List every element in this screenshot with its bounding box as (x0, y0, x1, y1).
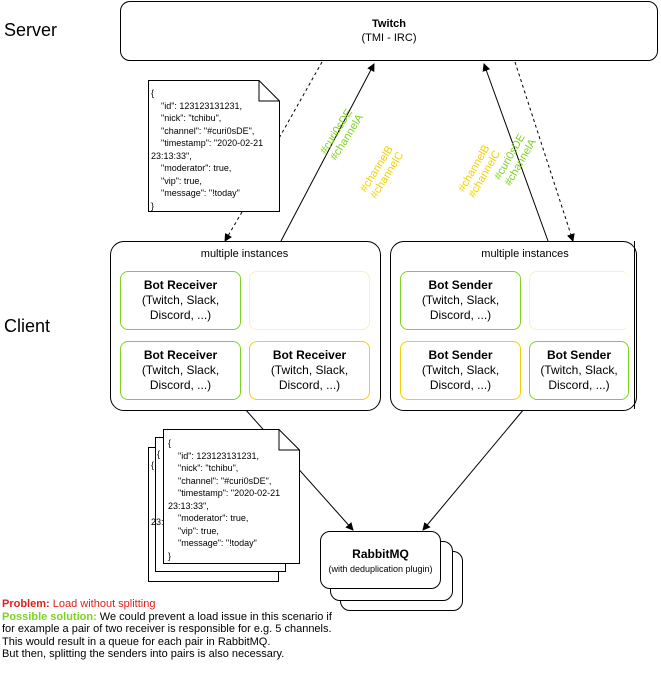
message-note-top (148, 80, 280, 212)
client-label: Client (4, 316, 51, 336)
sender-group-edge (634, 241, 635, 409)
bot-platforms: (Twitch, Slack, (270, 363, 349, 377)
rabbitmq-box: RabbitMQ (with deduplication plugin) (320, 531, 441, 589)
bot-platforms: Discord, ...) (548, 378, 610, 392)
note-to-receiver-dashed-arrow (224, 211, 243, 242)
twitch-to-sender-dashed-arrow (514, 61, 575, 242)
stack-brace-fragment: { (151, 460, 155, 470)
stack-brace-fragment-2: { (157, 449, 161, 459)
problem-label: Problem: (2, 598, 50, 610)
twitch-server-box: Twitch (TMI - IRC) (120, 1, 658, 61)
empty-slot-receiver (249, 271, 370, 330)
solution-line3: But then, splitting the senders into pai… (2, 648, 285, 661)
message-note-stack (148, 429, 300, 582)
solution-label: Possible solution: (2, 610, 97, 623)
bot-receiver-title: Bot Receiver (272, 348, 347, 362)
sender-to-twitch-arrow (482, 63, 549, 242)
rabbitmq-title: RabbitMQ (352, 546, 409, 561)
sender-to-rabbitmq-arrow (422, 408, 525, 531)
receiver-to-twitch-arrow (280, 63, 375, 242)
bot-platforms: (Twitch, Slack, (421, 363, 500, 377)
solution-text: We could prevent a load issue in this sc… (2, 610, 332, 636)
problem-text: Load without splitting (49, 598, 156, 610)
bot-receiver-3: Bot Receiver (Twitch, Slack, Discord, ..… (249, 341, 370, 400)
rabbitmq-subtitle: (with deduplication plugin) (328, 563, 433, 574)
bot-platforms: Discord, ...) (149, 378, 212, 392)
stack-time-fragment: 23: (151, 517, 164, 527)
message-json-top: { "id": 123123131231, "nick": "tchibu", … (151, 88, 264, 211)
bot-sender-1: Bot Sender (Twitch, Slack, Discord, ...) (400, 271, 521, 330)
bot-sender-3: Bot Sender (Twitch, Slack, Discord, ...) (529, 341, 629, 400)
message-json-bottom: { "id": 123123131231, "nick": "tchibu", … (168, 438, 281, 561)
bot-platforms: Discord, ...) (149, 308, 212, 322)
bot-sender-title: Bot Sender (428, 278, 493, 292)
bot-sender-title: Bot Sender (546, 348, 611, 362)
bot-receiver-title: Bot Receiver (143, 348, 218, 362)
sender-group-title: multiple instances (481, 248, 569, 260)
bot-platforms: (Twitch, Slack, (421, 293, 500, 307)
twitch-title: Twitch (371, 18, 406, 30)
bot-sender-2: Bot Sender (Twitch, Slack, Discord, ...) (400, 341, 521, 400)
bot-platforms: (Twitch, Slack, (540, 363, 618, 377)
explanation-text: Problem: Load without splitting Possible… (2, 598, 342, 661)
receiver-group-title: multiple instances (200, 248, 289, 260)
bot-platforms: Discord, ...) (278, 378, 341, 392)
bot-receiver-1: Bot Receiver (Twitch, Slack, Discord, ..… (120, 271, 241, 330)
empty-slot-sender (529, 271, 629, 330)
twitch-to-note-dashed (277, 61, 323, 141)
bot-receiver-title: Bot Receiver (143, 278, 218, 292)
bot-platforms: Discord, ...) (429, 308, 492, 322)
bot-platforms: (Twitch, Slack, (141, 293, 220, 307)
server-label: Server (4, 20, 58, 40)
solution-line2: This would result in a queue for each pa… (2, 635, 271, 648)
bot-platforms: (Twitch, Slack, (141, 363, 220, 377)
bot-sender-title: Bot Sender (428, 348, 493, 362)
twitch-subtitle: (TMI - IRC) (361, 32, 417, 44)
bot-platforms: Discord, ...) (429, 378, 492, 392)
bot-receiver-2: Bot Receiver (Twitch, Slack, Discord, ..… (120, 341, 241, 400)
